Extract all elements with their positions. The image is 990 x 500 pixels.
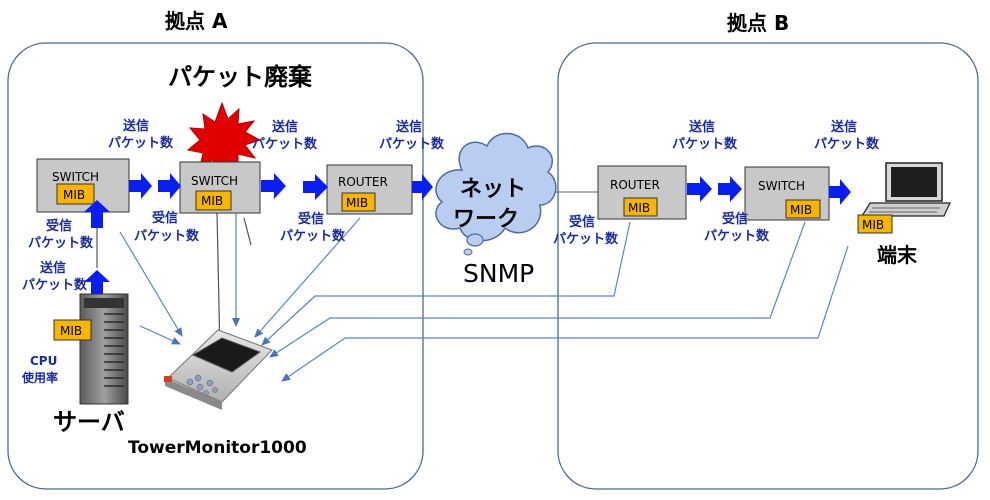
router-b-label: ROUTER — [610, 178, 660, 192]
recv-label-4b: パケット数 — [553, 231, 619, 247]
switch-a1: SWITCH MIB — [36, 158, 130, 213]
poll-line-switch-a1 — [119, 231, 183, 337]
flow-arrow-icon — [158, 173, 181, 199]
site-a-container — [7, 42, 424, 490]
recv-label-1a: 受信 — [46, 218, 72, 234]
send-label-5b: パケット数 — [814, 136, 880, 152]
poll-line-switch-a2-side — [243, 217, 252, 246]
poll-line-server — [139, 325, 181, 345]
recv-label-3b: パケット数 — [280, 228, 346, 244]
tower-monitor-device-icon — [164, 329, 273, 410]
send-label-2a: 送信 — [271, 119, 298, 135]
switch-a1-mib — [56, 183, 95, 205]
send-label-srv-a: 送信 — [39, 260, 66, 276]
flow-arrows — [84, 173, 851, 296]
switch-b-label: SWITCH — [758, 179, 805, 193]
flow-arrow-up-icon — [84, 200, 110, 228]
router-b-mib-label: MIB — [628, 201, 650, 215]
counter-labels: 送信 パケット数 送信 パケット数 送信 パケット数 送信 パケット数 送信 パ… — [22, 118, 880, 293]
server-label: サーバ — [53, 408, 125, 436]
send-label-1b: パケット数 — [108, 135, 174, 151]
switch-b-mib — [785, 199, 821, 219]
site-b-container — [557, 42, 979, 490]
tower-monitor-label: TowerMonitor1000 — [128, 438, 307, 458]
terminal-label: 端末 — [877, 243, 918, 267]
poll-line-switch-b — [269, 221, 806, 358]
cloud-label-line2: ワーク — [453, 207, 519, 232]
cloud-label-line1: ネット — [460, 177, 526, 202]
snmp-label: SNMP — [463, 259, 534, 288]
recv-label-5b: パケット数 — [704, 228, 770, 244]
switch-a1-mib-label: MIB — [63, 188, 85, 202]
recv-label-2a: 受信 — [152, 210, 178, 226]
packet-drop-label: パケット廃棄 — [168, 63, 313, 91]
switch-a2-mib-label: MIB — [201, 194, 223, 208]
server-mib-label: MIB — [60, 324, 82, 338]
send-label-2b: パケット数 — [252, 136, 318, 152]
send-label-3b: パケット数 — [379, 136, 445, 152]
send-label-srv-b: パケット数 — [22, 277, 88, 293]
send-label-4a: 送信 — [688, 119, 715, 135]
router-a-mib-label: MIB — [346, 196, 368, 210]
router-a-mib — [341, 192, 376, 212]
router-b-mib — [623, 197, 658, 217]
switch-b-mib-label: MIB — [790, 203, 812, 217]
switch-a2-label: SWITCH — [191, 174, 238, 188]
flow-arrow-icon — [129, 173, 152, 199]
switch-a1-label: SWITCH — [52, 170, 99, 184]
server-tower-icon: MIB — [53, 293, 129, 405]
terminal-mib-label: MIB — [862, 218, 884, 232]
recv-label-3a: 受信 — [298, 211, 324, 227]
site-b-label: 拠点 B — [727, 11, 789, 35]
flow-arrow-icon — [412, 174, 433, 200]
cpu-label-line2: 使用率 — [21, 370, 58, 385]
recv-label-5a: 受信 — [722, 211, 748, 227]
flow-arrow-icon — [829, 179, 851, 205]
flow-arrow-icon — [303, 174, 328, 200]
send-label-4b: パケット数 — [672, 136, 738, 152]
router-a: ROUTER MIB — [326, 164, 413, 215]
flow-arrow-icon — [261, 173, 286, 199]
switch-b: SWITCH MIB — [744, 166, 830, 221]
send-label-5a: 送信 — [830, 119, 857, 135]
send-label-1a: 送信 — [122, 118, 149, 134]
cpu-label-line1: CPU — [30, 354, 57, 368]
terminal-laptop-icon: MIB — [857, 162, 951, 234]
recv-label-1b: パケット数 — [28, 235, 94, 251]
switch-a2-mib — [195, 190, 232, 211]
server-mib — [53, 319, 92, 341]
router-a-label: ROUTER — [338, 175, 388, 189]
site-a-label: 拠点 A — [165, 9, 228, 33]
poll-line-router-b — [261, 221, 631, 346]
router-b: ROUTER MIB — [597, 165, 687, 220]
switch-a2: SWITCH MIB — [179, 161, 261, 214]
recv-label-4a: 受信 — [569, 214, 595, 230]
send-label-3a: 送信 — [395, 119, 422, 135]
network-cloud: ネット ワーク — [435, 132, 557, 256]
flow-arrow-up-icon — [84, 270, 110, 296]
flow-arrow-icon — [718, 176, 742, 202]
terminal-mib — [857, 214, 893, 234]
poll-line-terminal — [281, 245, 849, 382]
packet-drop-burst-icon — [186, 101, 262, 176]
flow-arrow-icon — [687, 176, 712, 202]
poll-line-router-a — [254, 217, 361, 338]
recv-label-2b: パケット数 — [134, 228, 200, 244]
